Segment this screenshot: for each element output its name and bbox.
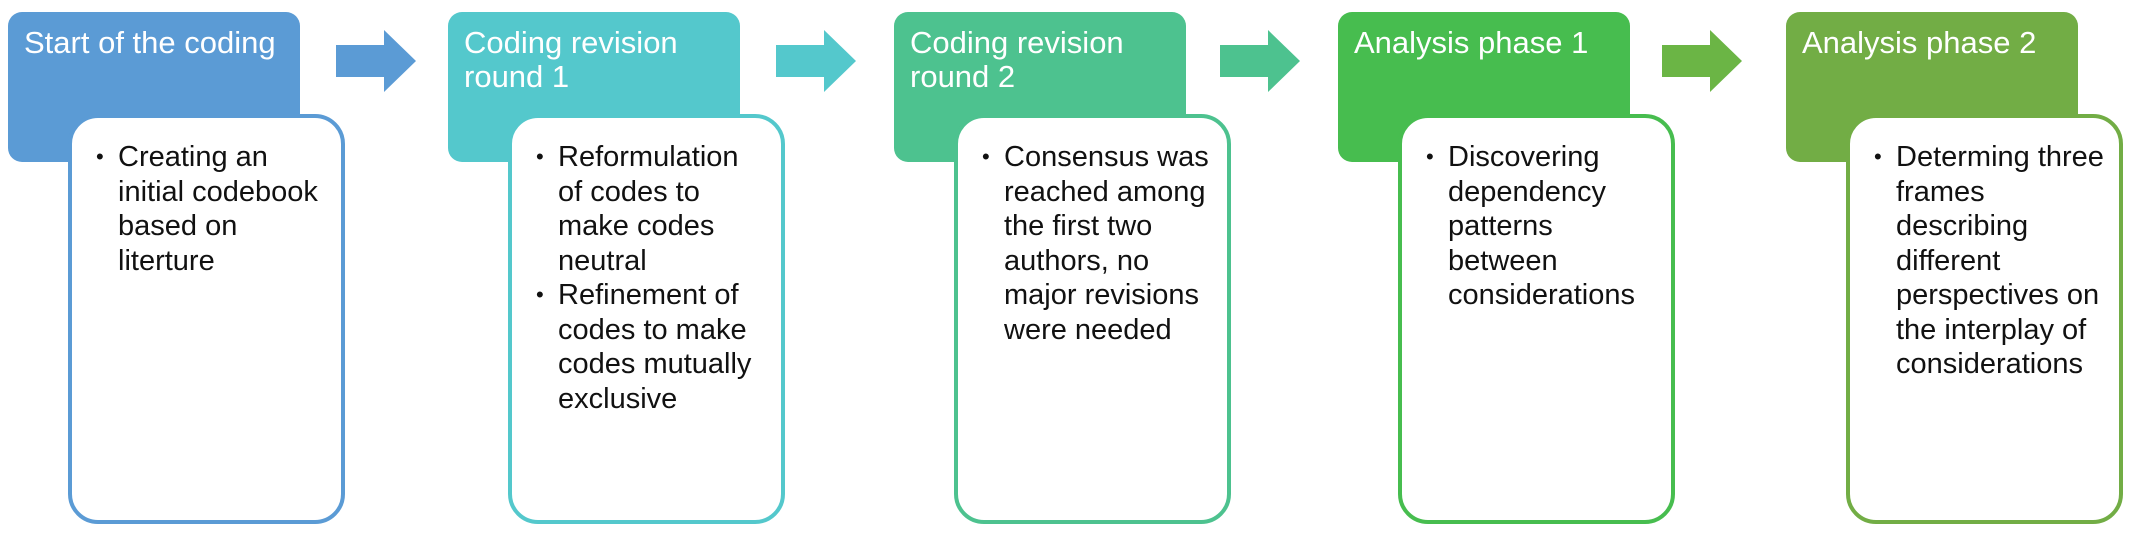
arrow-right-icon bbox=[336, 30, 416, 92]
stage-analysis-phase-2: Analysis phase 2 Determing three frames … bbox=[1786, 12, 2126, 524]
bullet-list: Creating an initial codebook based on li… bbox=[96, 140, 327, 278]
bullet-list: Reformulation of codes to make codes neu… bbox=[536, 140, 767, 416]
bullet-item: Determing three frames describing differ… bbox=[1874, 140, 2105, 382]
bullet-item: Reformulation of codes to make codes neu… bbox=[536, 140, 767, 278]
arrow-right-icon bbox=[1220, 30, 1300, 92]
stage-detail-box: Creating an initial codebook based on li… bbox=[68, 114, 345, 524]
stage-coding-revision-round-1: Coding revision round 1 Reformulation of… bbox=[448, 12, 788, 524]
bullet-item: Consensus was reached among the first tw… bbox=[982, 140, 1213, 347]
stage-detail-box: Consensus was reached among the first tw… bbox=[954, 114, 1231, 524]
stage-coding-revision-round-2: Coding revision round 2 Consensus was re… bbox=[894, 12, 1234, 524]
stage-start-of-coding: Start of the coding Creating an initial … bbox=[8, 12, 348, 524]
bullet-item: Creating an initial codebook based on li… bbox=[96, 140, 327, 278]
arrow-right-icon bbox=[776, 30, 856, 92]
bullet-item: Discovering dependency patterns between … bbox=[1426, 140, 1657, 313]
bullet-item: Refinement of codes to make codes mutual… bbox=[536, 278, 767, 416]
stage-detail-box: Reformulation of codes to make codes neu… bbox=[508, 114, 785, 524]
bullet-list: Discovering dependency patterns between … bbox=[1426, 140, 1657, 313]
stage-detail-box: Discovering dependency patterns between … bbox=[1398, 114, 1675, 524]
bullet-list: Consensus was reached among the first tw… bbox=[982, 140, 1213, 347]
arrow-right-icon bbox=[1662, 30, 1742, 92]
bullet-list: Determing three frames describing differ… bbox=[1874, 140, 2105, 382]
stage-detail-box: Determing three frames describing differ… bbox=[1846, 114, 2123, 524]
stage-analysis-phase-1: Analysis phase 1 Discovering dependency … bbox=[1338, 12, 1678, 524]
